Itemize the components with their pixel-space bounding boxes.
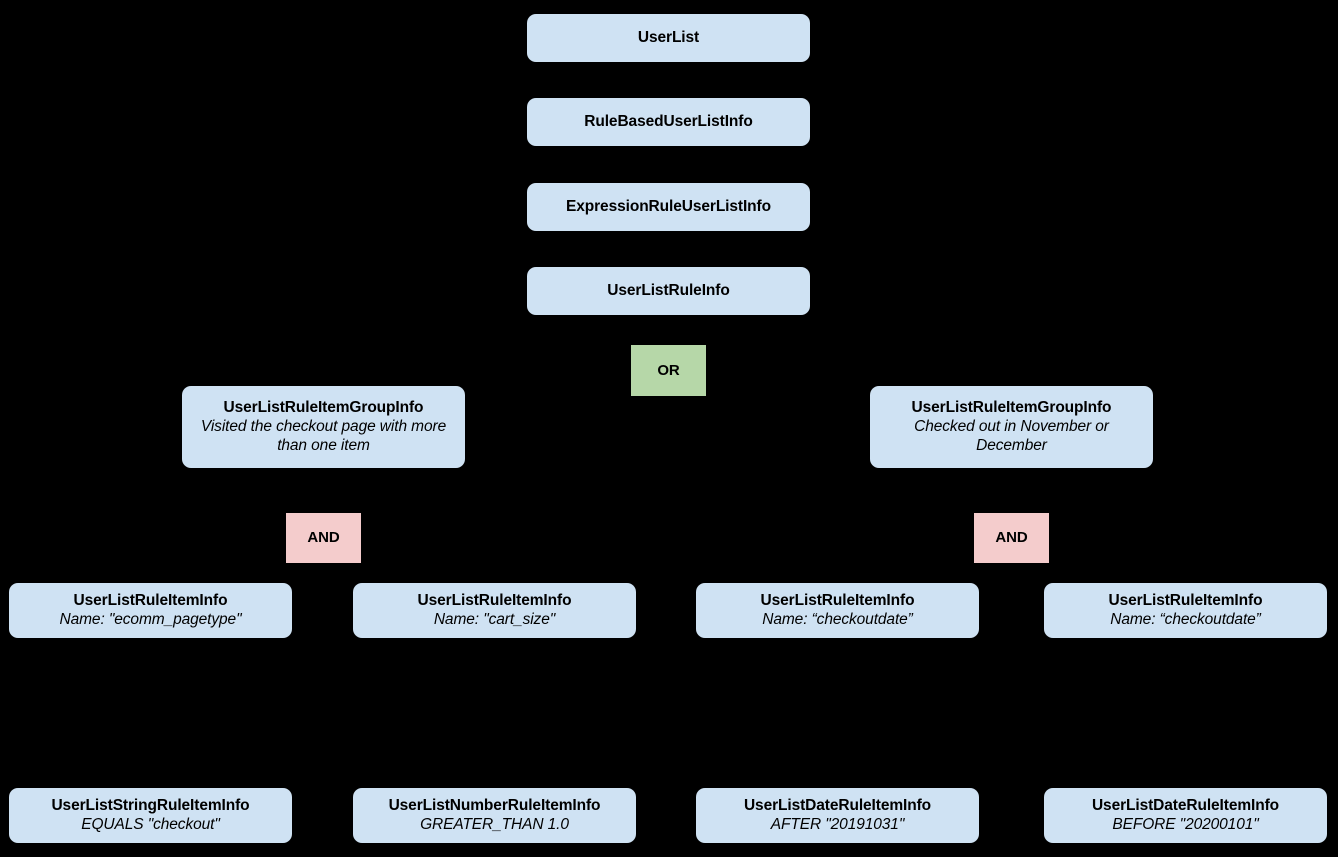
node-leaf-date-rule-after[interactable]: UserListDateRuleItemInfo AFTER "20191031… xyxy=(696,788,979,843)
node-and-operator-right[interactable]: AND xyxy=(974,513,1049,563)
edge-and-right-to-item-checkoutdate-before xyxy=(1010,563,1187,583)
node-detail: GREATER_THAN 1.0 xyxy=(420,816,569,833)
node-detail: BEFORE "20200101" xyxy=(1112,816,1259,833)
node-title: UserListRuleItemGroupInfo xyxy=(911,399,1112,417)
node-or-operator[interactable]: OR xyxy=(631,345,706,396)
node-item-checkoutdate-after[interactable]: UserListRuleItemInfo Name: “checkoutdate… xyxy=(696,583,979,638)
node-item-ecomm-pagetype[interactable]: UserListRuleItemInfo Name: "ecomm_pagety… xyxy=(9,583,292,638)
node-title: UserListDateRuleItemInfo xyxy=(1091,796,1280,814)
node-title: ExpressionRuleUserListInfo xyxy=(566,197,771,215)
node-user-list[interactable]: UserList xyxy=(527,14,810,62)
operator-label: AND xyxy=(995,529,1028,547)
operator-label: AND xyxy=(307,529,340,547)
node-group-right[interactable]: UserListRuleItemGroupInfo Checked out in… xyxy=(870,386,1153,468)
node-detail: EQUALS "checkout" xyxy=(81,816,220,833)
node-title: UserListRuleItemInfo xyxy=(417,591,572,609)
node-item-cart-size[interactable]: UserListRuleItemInfo Name: "cart_size" xyxy=(353,583,636,638)
node-leaf-number-rule[interactable]: UserListNumberRuleItemInfo GREATER_THAN … xyxy=(353,788,636,843)
node-and-operator-left[interactable]: AND xyxy=(286,513,361,563)
edge-and-left-to-item-ecomm xyxy=(150,563,324,583)
node-detail: Name: “checkoutdate” xyxy=(1110,611,1261,628)
node-group-left[interactable]: UserListRuleItemGroupInfo Visited the ch… xyxy=(182,386,465,468)
node-title: UserListRuleItemGroupInfo xyxy=(223,399,424,417)
node-detail: Visited the checkout page with more than… xyxy=(200,418,447,454)
node-detail: Checked out in November or December xyxy=(914,418,1109,454)
node-title: UserListRuleItemInfo xyxy=(73,591,228,609)
edge-and-left-to-item-cartsize xyxy=(322,563,496,583)
node-title: UserListStringRuleItemInfo xyxy=(51,796,250,814)
node-leaf-string-rule[interactable]: UserListStringRuleItemInfo EQUALS "check… xyxy=(9,788,292,843)
node-title: UserListNumberRuleItemInfo xyxy=(388,796,601,814)
node-expression-rule-user-list-info[interactable]: ExpressionRuleUserListInfo xyxy=(527,183,810,231)
node-title: UserList xyxy=(637,28,700,46)
edge-and-right-to-item-checkoutdate-after xyxy=(837,563,1012,583)
node-detail: Name: "cart_size" xyxy=(433,611,556,628)
node-leaf-date-rule-before[interactable]: UserListDateRuleItemInfo BEFORE "2020010… xyxy=(1044,788,1327,843)
node-detail: Name: “checkoutdate” xyxy=(762,611,913,628)
node-title: UserListRuleItemInfo xyxy=(760,591,915,609)
operator-label: OR xyxy=(657,361,680,379)
node-title: UserListRuleItemInfo xyxy=(1108,591,1263,609)
node-detail: AFTER "20191031" xyxy=(770,816,905,833)
node-rule-based-user-list-info[interactable]: RuleBasedUserListInfo xyxy=(527,98,810,146)
node-title: RuleBasedUserListInfo xyxy=(584,112,753,130)
node-title: UserListRuleInfo xyxy=(607,281,730,299)
node-detail: Name: "ecomm_pagetype" xyxy=(59,611,242,628)
node-title: UserListDateRuleItemInfo xyxy=(743,796,932,814)
node-item-checkoutdate-before[interactable]: UserListRuleItemInfo Name: “checkoutdate… xyxy=(1044,583,1327,638)
node-user-list-rule-info[interactable]: UserListRuleInfo xyxy=(527,267,810,315)
